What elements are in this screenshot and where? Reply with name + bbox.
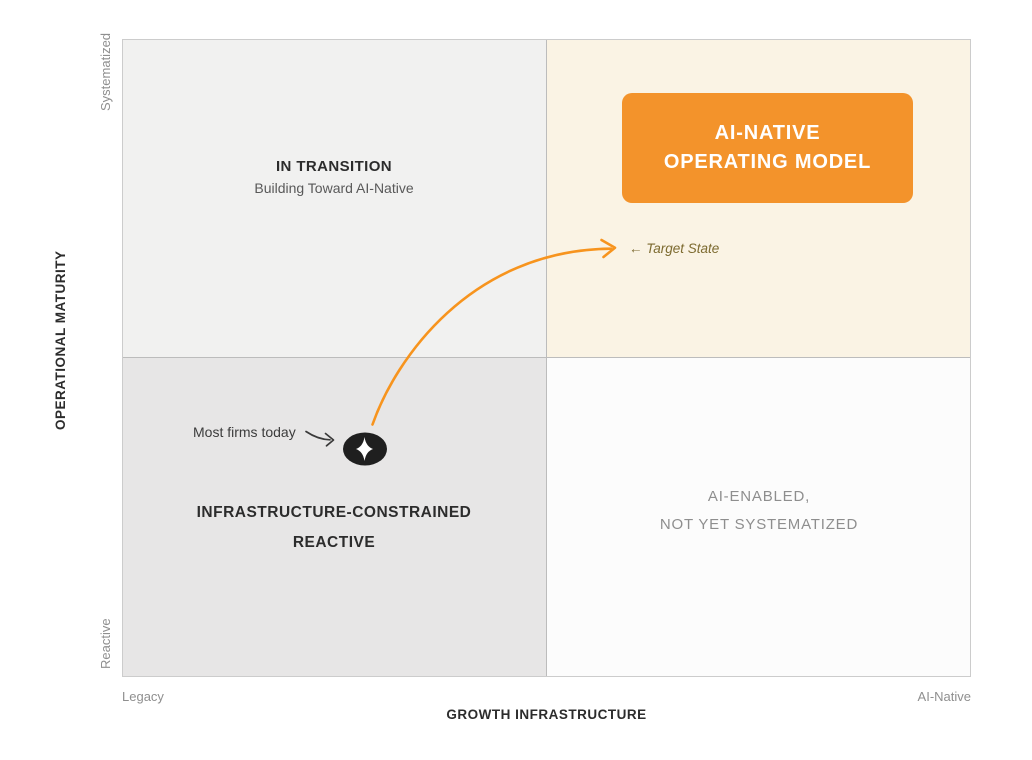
x-axis-right-label: AI-Native (917, 689, 971, 704)
infrastructure-constrained-label-group: INFRASTRUCTURE-CONSTRAINED REACTIVE (122, 498, 546, 558)
infrastructure-constrained-title-line2: REACTIVE (292, 534, 376, 551)
quadrant-ai-enabled (547, 358, 970, 676)
ai-native-operating-model-box: AI-NATIVE OPERATING MODEL (622, 93, 913, 203)
vertical-divider (546, 40, 547, 676)
infrastructure-constrained-title-line1: INFRASTRUCTURE-CONSTRAINED (196, 504, 472, 521)
ai-enabled-label-line2: NOT YET SYSTEMATIZED (659, 516, 859, 533)
ai-enabled-label-group: AI-ENABLED, NOT YET SYSTEMATIZED (547, 483, 971, 539)
ai-enabled-label-line1: AI-ENABLED, (707, 488, 811, 505)
quadrant-in-transition (123, 40, 547, 358)
ai-native-box-line2: OPERATING MODEL (663, 151, 872, 173)
in-transition-title: IN TRANSITION (275, 158, 393, 175)
target-state-annotation: ← Target State (629, 241, 720, 256)
horizontal-divider (123, 357, 970, 358)
y-axis-top-label: Systematized (98, 32, 113, 111)
in-transition-subtitle: Building Toward AI-Native (254, 180, 414, 196)
in-transition-label-group: IN TRANSITION Building Toward AI-Native (122, 156, 546, 198)
y-axis-bottom-label: Reactive (98, 618, 113, 669)
x-axis-title: GROWTH INFRASTRUCTURE (446, 707, 647, 722)
most-firms-today-label: Most firms today (193, 424, 296, 440)
ai-native-box-line1: AI-NATIVE (714, 122, 821, 144)
y-axis-title: OPERATIONAL MATURITY (53, 250, 68, 431)
x-axis-left-label: Legacy (122, 689, 164, 704)
